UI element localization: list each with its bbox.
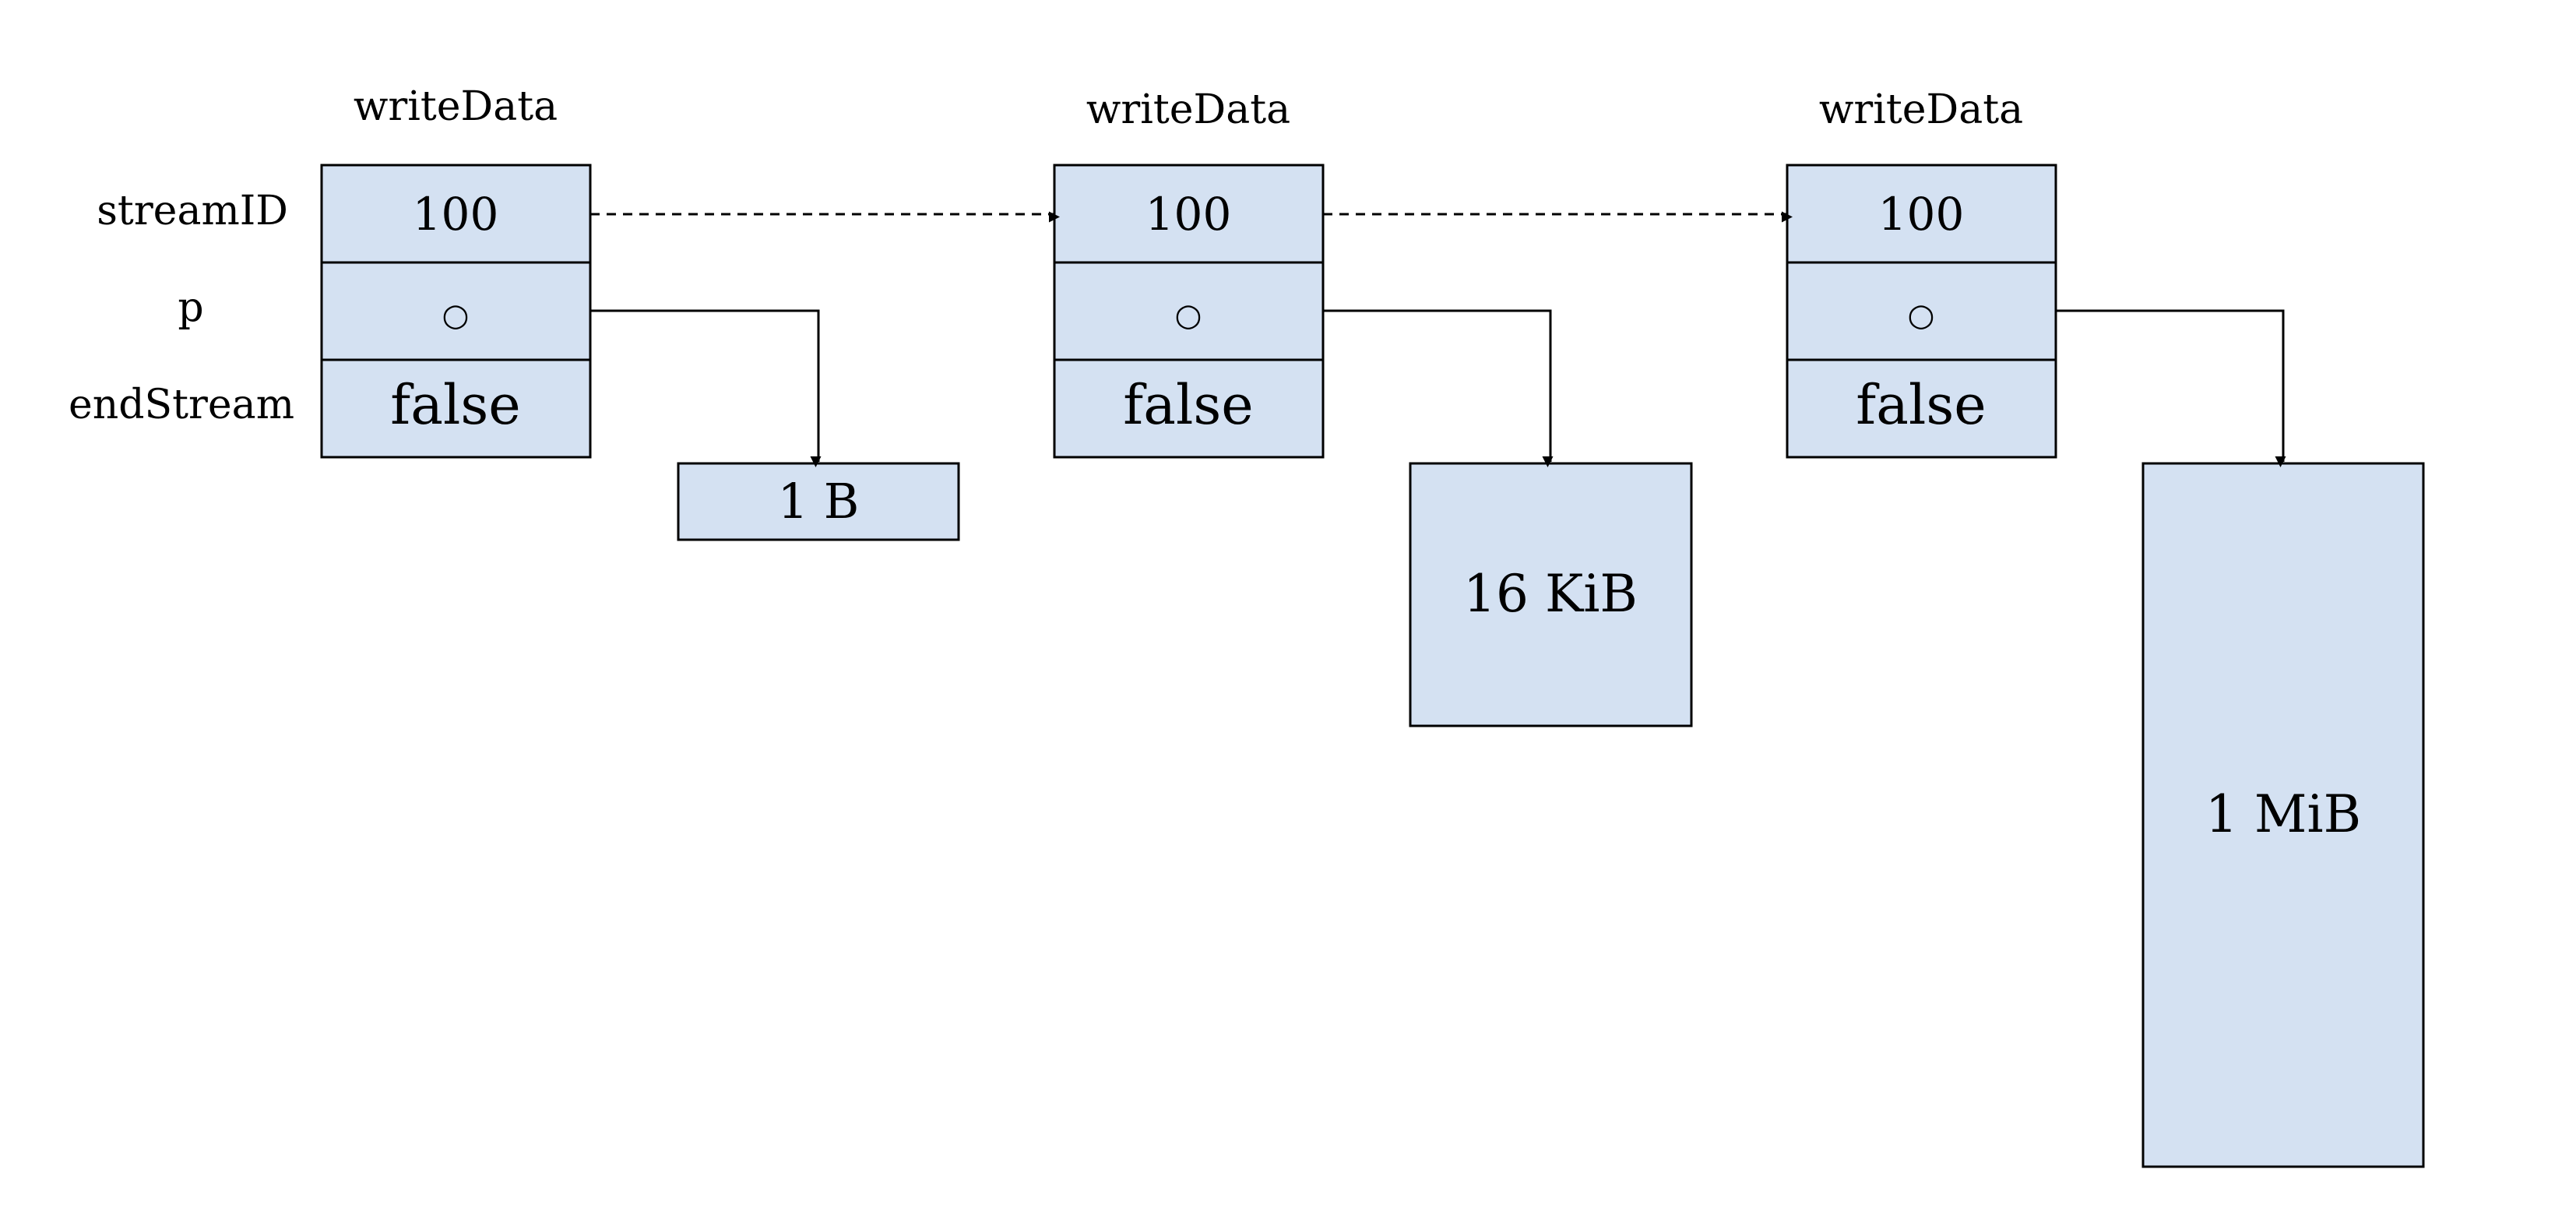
pointer-icon: ○	[1175, 298, 1202, 333]
row-label-streamid: streamID	[97, 188, 288, 234]
endstream-value: false	[1123, 373, 1253, 437]
buffer-box-3	[2141, 462, 2425, 1168]
streamid-cell	[320, 164, 592, 264]
endstream-cell	[1053, 358, 1325, 459]
endstream-cell	[320, 358, 592, 459]
buffer-box-2	[1409, 462, 1693, 727]
pointer-arrow-3	[2056, 309, 2286, 467]
buffer-label-3: 1 MiB	[2205, 784, 2361, 844]
writedata-struct-1: writeData 100 ○ false	[320, 83, 592, 459]
endstream-value: false	[390, 373, 520, 437]
struct-title: writeData	[354, 83, 558, 130]
pointer-arrow-1	[590, 309, 822, 467]
endstream-value: false	[1856, 373, 1986, 437]
struct-title: writeData	[1819, 86, 2023, 133]
writedata-struct-3: writeData 100 ○ false	[1786, 86, 2057, 459]
buffer-label-2: 16 KiB	[1463, 564, 1638, 624]
streamid-value: 100	[1878, 188, 1965, 241]
buffer-label-1: 1 B	[778, 473, 860, 530]
p-cell	[1053, 261, 1325, 361]
endstream-cell	[1786, 358, 2057, 459]
pointer-icon: ○	[442, 298, 470, 333]
row-label-endstream: endStream	[69, 382, 294, 428]
streamid-value: 100	[413, 188, 499, 241]
p-cell	[1786, 261, 2057, 361]
streamid-value: 100	[1145, 188, 1232, 241]
buffer-box-1	[677, 462, 960, 541]
pointer-arrow-2	[1323, 309, 1554, 467]
row-label-p: p	[178, 284, 203, 331]
p-cell	[320, 261, 592, 361]
pointer-icon: ○	[1908, 298, 1935, 333]
struct-title: writeData	[1086, 86, 1290, 133]
writedata-struct-2: writeData 100 ○ false	[1053, 86, 1325, 459]
